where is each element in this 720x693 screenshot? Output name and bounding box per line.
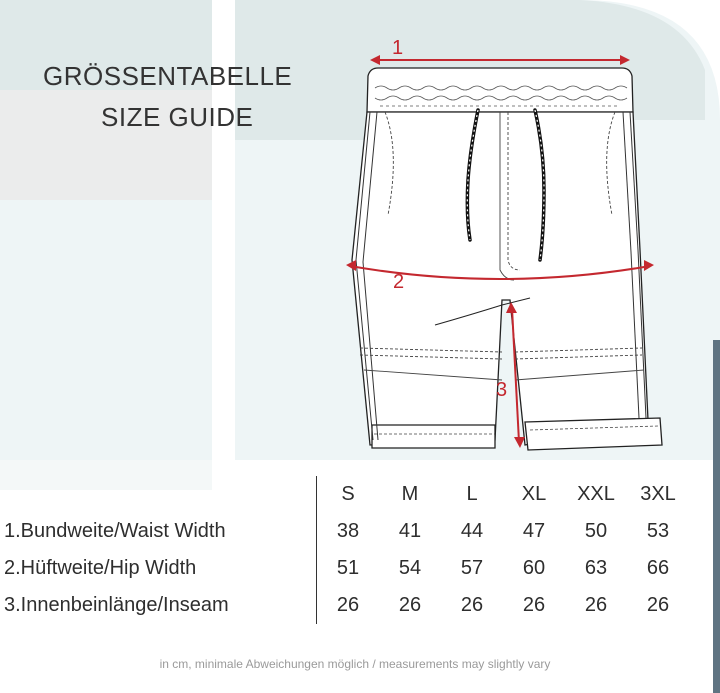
size-header-m: M [401, 483, 419, 505]
table-row: 2.Hüftweite/Hip Width 51 54 57 60 63 66 [0, 550, 689, 587]
size-header-corner [0, 476, 317, 513]
table-cell: 26 [584, 594, 608, 616]
table-cell: 50 [584, 520, 608, 542]
table-cell: 60 [522, 557, 546, 579]
size-header-s: S [341, 483, 355, 505]
table-cell: 44 [460, 520, 484, 542]
page-title-english: SIZE GUIDE [101, 102, 254, 132]
measurement-footnote: in cm, minimale Abweichungen möglich / m… [159, 657, 551, 671]
table-cell: 26 [398, 594, 422, 616]
row-label-inseam: 3.Innenbeinlänge/Inseam [0, 587, 317, 624]
size-header-xl: XL [521, 483, 547, 505]
size-header-row: S M L XL XXL 3XL [0, 476, 689, 513]
row-label-hip: 2.Hüftweite/Hip Width [0, 550, 317, 587]
size-table: S M L XL XXL 3XL 1.Bundweite/Waist Width… [0, 476, 690, 624]
table-row: 1.Bundweite/Waist Width 38 41 44 47 50 5… [0, 513, 689, 550]
table-cell: 54 [398, 557, 422, 579]
measurement-label-waist: 1 [392, 37, 403, 59]
table-cell: 41 [398, 520, 422, 542]
table-cell: 26 [460, 594, 484, 616]
table-cell: 63 [584, 557, 608, 579]
shorts-diagram: 1 2 3 [346, 37, 663, 451]
table-cell: 47 [522, 520, 546, 542]
table-cell: 26 [522, 594, 546, 616]
measurement-label-hip: 2 [393, 271, 404, 293]
row-label-waist: 1.Bundweite/Waist Width [0, 513, 317, 550]
table-cell: 57 [460, 557, 484, 579]
size-header-xxl: XXL [577, 483, 615, 505]
table-cell: 53 [646, 520, 670, 542]
size-header-l: L [466, 483, 478, 505]
page-title-german: GRÖSSENTABELLE [43, 61, 293, 91]
table-cell: 26 [646, 594, 670, 616]
edge-accent-bar [713, 340, 720, 693]
size-header-3xl: 3XL [640, 483, 676, 505]
table-cell: 38 [336, 520, 360, 542]
table-row: 3.Innenbeinlänge/Inseam 26 26 26 26 26 2… [0, 587, 689, 624]
table-cell: 66 [646, 557, 670, 579]
table-cell: 26 [336, 594, 360, 616]
table-cell: 51 [336, 557, 360, 579]
measurement-label-inseam: 3 [496, 379, 507, 401]
